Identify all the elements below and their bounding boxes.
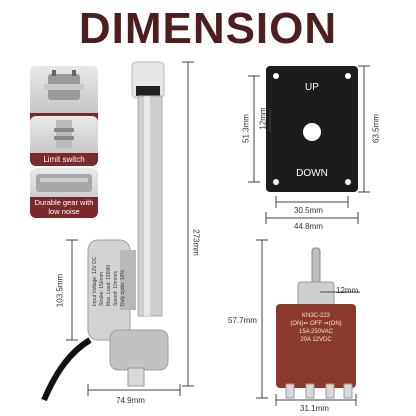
dim-plate-height-inner: 51.3mm xyxy=(241,114,251,143)
feature-label: Durable gear with low noise xyxy=(30,197,98,218)
dim-plate-height-outer: 63.5mm xyxy=(371,114,381,143)
spec-line: Max. Load: 1500N xyxy=(106,265,112,306)
feature-card-gear: Durable gear with low noise xyxy=(30,168,98,218)
feature-card-limit-switch: Limit switch xyxy=(30,116,98,166)
toggle-rating: 15A 250VAC xyxy=(299,329,333,335)
limit-switch-icon xyxy=(54,120,74,148)
spec-line: Input Voltage: 12V DC xyxy=(92,256,98,306)
dim-toggle-lever: 12mm xyxy=(336,286,359,295)
feature-label: Limit switch xyxy=(30,153,98,166)
plate-up-label: UP xyxy=(305,82,319,93)
dim-plate-width-inner: 30.5mm xyxy=(294,206,323,215)
spec-line: Speed: 10mm/s xyxy=(113,270,119,306)
dim-plate-width-outer: 44.8mm xyxy=(294,222,323,231)
spec-line: Duty cycle: 10% xyxy=(120,270,126,306)
toggle-sticker: KN3C-223 (ON)⇐ OFF ⇒(ON) 15A 250VAC 20A … xyxy=(278,312,354,344)
plate-down-label: DOWN xyxy=(296,168,328,179)
dim-plate-hole: 12mm xyxy=(258,107,268,130)
spec-line: Stroke: 150mm xyxy=(99,272,105,306)
dim-body-height: 103.5mm xyxy=(55,273,65,308)
gear-icon xyxy=(36,174,92,192)
dim-toggle-width: 31.1mm xyxy=(300,404,329,413)
dim-total-length: 273mm xyxy=(191,229,201,256)
dim-toggle-height: 57.7mm xyxy=(228,316,257,325)
page-title: DIMENSION xyxy=(78,4,338,53)
actuator-sticker: Input Voltage: 12V DC Stroke: 150mm Max.… xyxy=(92,256,127,306)
dim-width: 74.9mm xyxy=(116,396,145,405)
toggle-rating: 20A 12VDC xyxy=(300,337,332,343)
dc-motor-icon xyxy=(44,70,84,100)
toggle-model: KN3C-223 xyxy=(301,313,330,319)
toggle-states: (ON)⇐ OFF ⇒(ON) xyxy=(290,321,342,327)
